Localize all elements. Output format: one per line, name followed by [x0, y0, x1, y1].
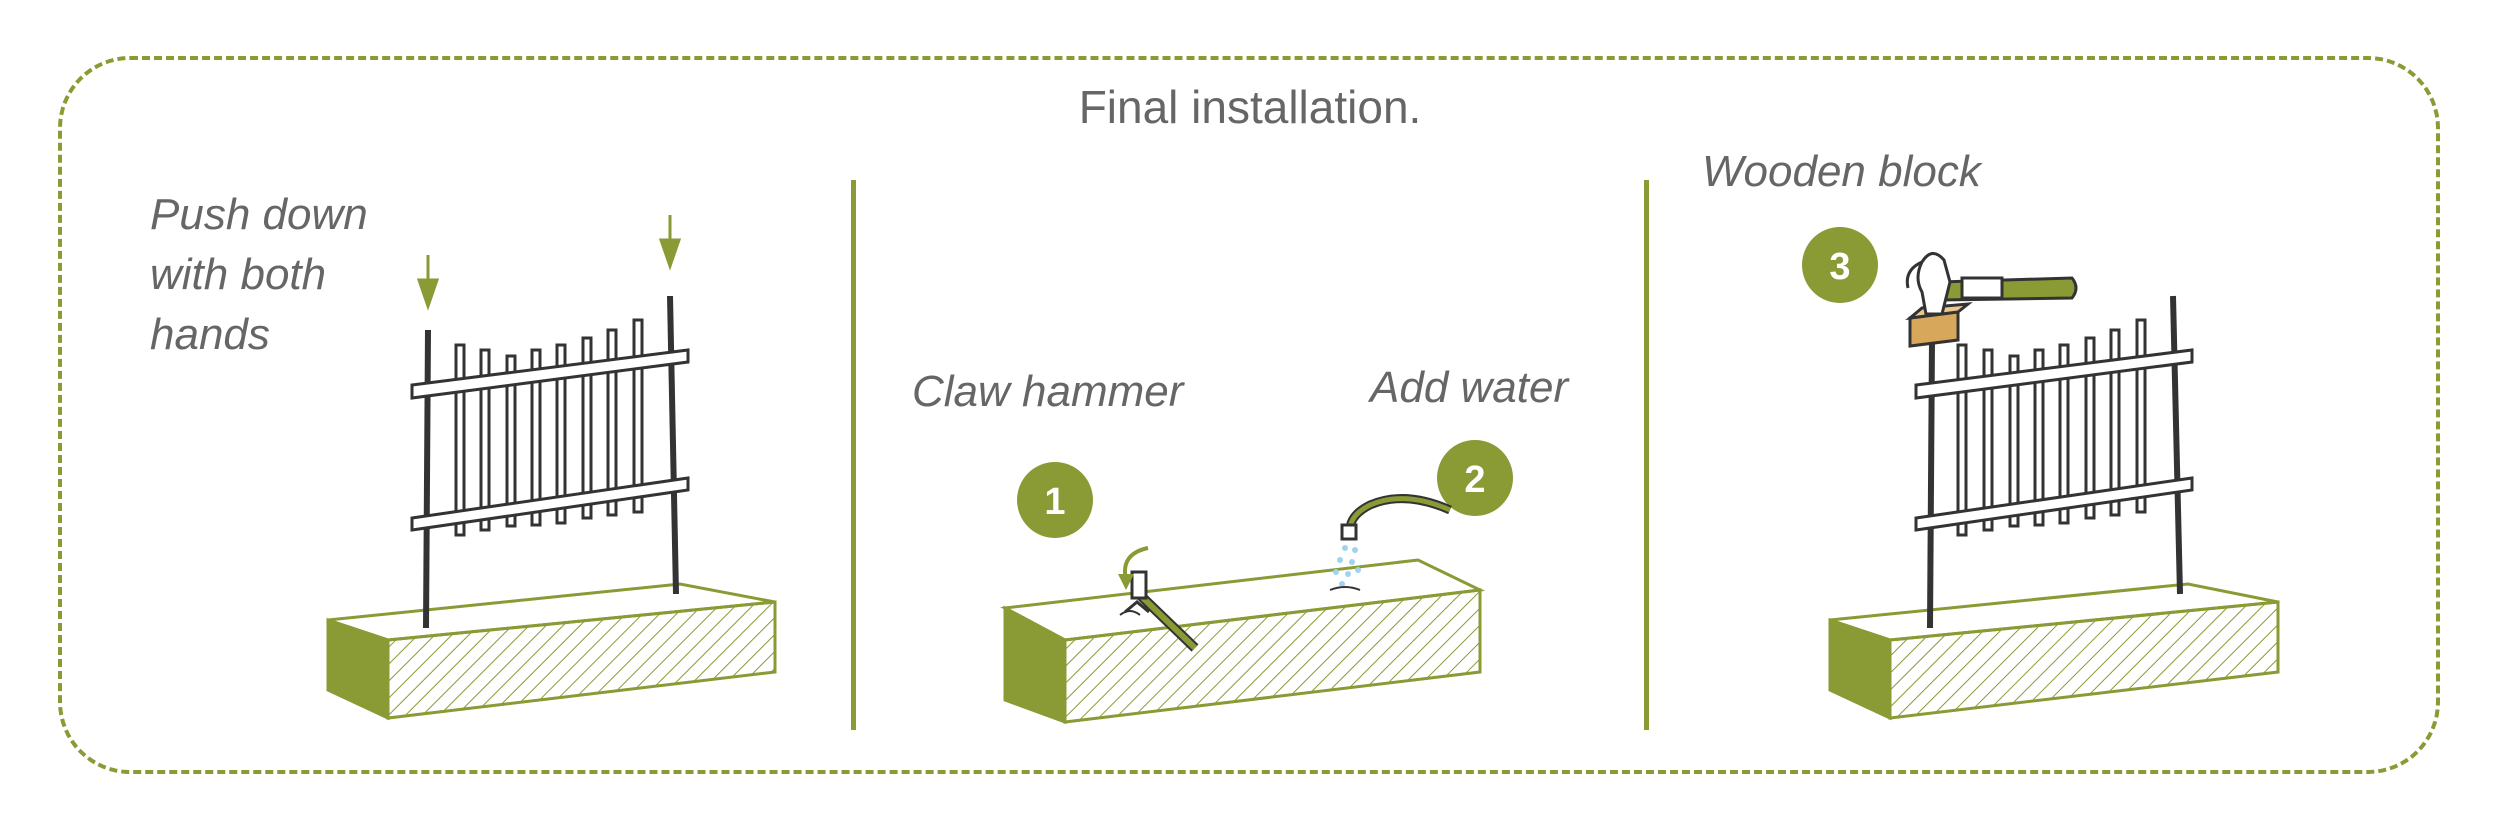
- step-2-badge: 2: [1437, 440, 1513, 516]
- fence-1: [410, 295, 690, 629]
- soil-block-3: [1828, 582, 2280, 721]
- step-3-badge: 3: [1802, 227, 1878, 303]
- push-down-line-2: with both: [150, 250, 327, 299]
- step-1-number: 1: [1044, 481, 1065, 523]
- page-title: Final installation.: [1078, 81, 1422, 133]
- water-drops: [1333, 545, 1361, 587]
- push-down-label: Push down with both hands: [150, 185, 368, 365]
- add-water-label: Add water: [1370, 363, 1569, 412]
- step-3-number: 3: [1829, 246, 1850, 288]
- divider-right: [1644, 180, 1649, 730]
- soil-block-1: [326, 582, 777, 721]
- claw-hammer-label: Claw hammer: [912, 367, 1184, 416]
- down-arrow-icon: [658, 215, 682, 271]
- hammer-icon: [1905, 252, 2078, 316]
- dashed-border: [58, 56, 2440, 774]
- push-down-line-1: Push down: [150, 190, 368, 239]
- step-2-number: 2: [1464, 459, 1485, 501]
- push-down-line-3: hands: [150, 310, 270, 359]
- wooden-block-label: Wooden block: [1702, 147, 1981, 196]
- divider-left: [851, 180, 856, 730]
- fence-3: [1914, 295, 2194, 629]
- soil-block-2: [1000, 558, 1486, 725]
- hose-icon: [1329, 494, 1452, 591]
- claw-hammer-icon: [1118, 546, 1199, 652]
- step-1-badge: 1: [1017, 462, 1093, 538]
- down-arrow-icon: [416, 255, 440, 311]
